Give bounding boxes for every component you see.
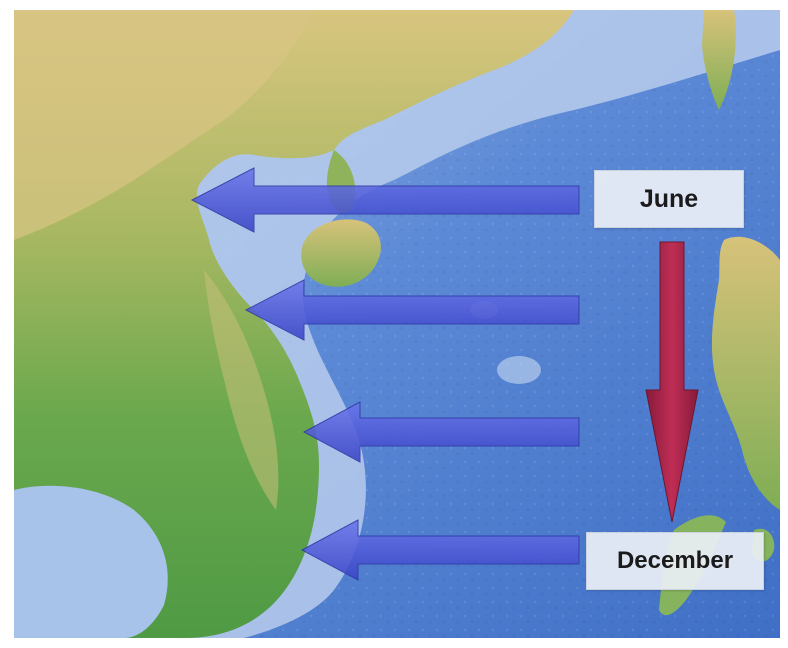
june-label: June [594,170,744,228]
map-canvas [14,10,780,638]
map-frame: June December [14,10,780,638]
mainland [14,10,574,638]
westward-arrows [190,167,580,581]
time-arrow-shape [645,241,699,523]
december-label: December [586,532,764,590]
westward-arrow-3 [302,401,580,463]
philippine-islands [711,236,780,511]
taiwan-island [702,10,736,110]
westward-arrow-2 [244,279,580,341]
shoal [497,356,541,384]
westward-arrow-1 [190,167,580,233]
time-arrow [645,241,699,523]
central-highlands [204,270,279,510]
gulf-water [14,485,168,638]
westward-arrow-4 [300,519,580,581]
highlands [14,10,314,240]
hainan-island [301,219,381,287]
